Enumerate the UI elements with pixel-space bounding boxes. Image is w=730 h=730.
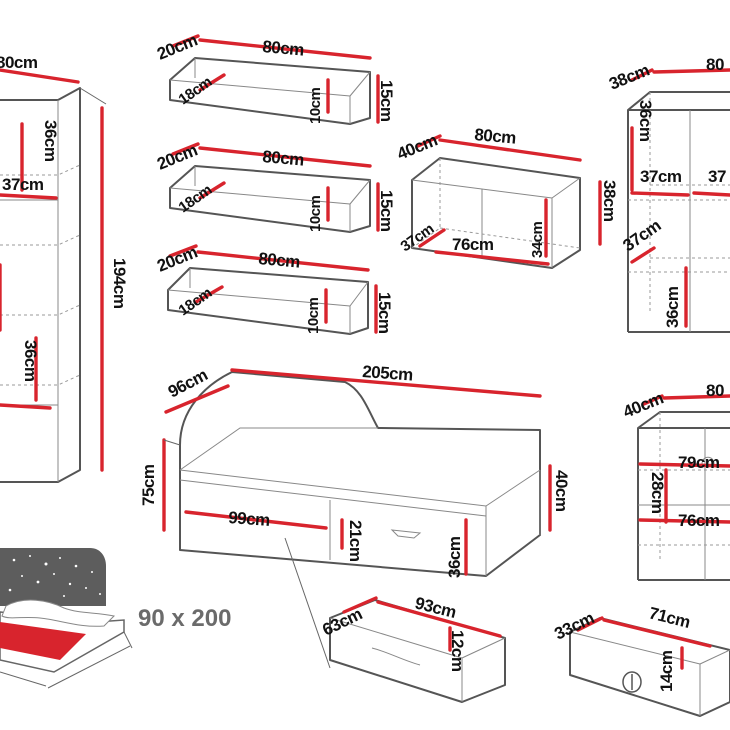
wardrobe-left: 80cm 194cm 36cm 37cm 36cm — [0, 53, 129, 483]
bed-drawer-depth-label: 63cm — [319, 604, 365, 639]
chest-width-label: 80 — [706, 381, 724, 400]
shelf-a-width-label: 80cm — [262, 37, 305, 60]
bed-base-height-label: 36cm — [445, 536, 464, 578]
bed-drawer-height-label-2: 12cm — [448, 630, 467, 672]
chest-right: 40cm 80 79cm 28cm 76cm — [620, 381, 730, 581]
bookcase-shelf-depth-right-label: 37 — [708, 167, 726, 186]
chest-drawer: 33cm 71cm 14cm — [551, 603, 730, 717]
shelf-c-inner-height-label: 10cm — [305, 297, 322, 334]
chest-inner-width-2-label: 76cm — [678, 511, 720, 530]
wall-shelf-c: 20cm 80cm 15cm 18cm 10cm — [154, 242, 394, 335]
cabinet-height-label: 38cm — [600, 180, 619, 222]
shelf-b-width-label: 80cm — [262, 147, 305, 170]
bookcase-shelf-low-label: 36cm — [663, 286, 682, 328]
bed-height-label: 75cm — [139, 464, 158, 506]
wardrobe-shelf-top-label: 36cm — [41, 120, 60, 162]
bookcase-shelf-depth-mid-label: 37cm — [619, 216, 664, 256]
bed-drawer-width-label: 99cm — [228, 508, 271, 530]
bed-drawer: 63cm 93cm 12cm — [319, 593, 506, 703]
chest-drawer-depth-label: 33cm — [551, 608, 597, 643]
cabinet-width-label: 80cm — [474, 125, 517, 148]
bookcase-shelf-depth-left-label: 37cm — [640, 167, 682, 186]
wardrobe-shelf-depth-label: 37cm — [2, 175, 44, 194]
bookcase-width-label: 80 — [706, 55, 724, 74]
shelf-a-height-label: 15cm — [377, 80, 396, 122]
wardrobe-shelf-lower-label: 36cm — [21, 340, 40, 382]
mattress-illustration: 90 x 200 — [0, 548, 231, 689]
shelf-c-depth-label: 20cm — [154, 242, 200, 275]
wall-cabinet: 40cm 80cm 38cm 37cm 76cm 34cm — [394, 125, 619, 269]
wall-shelf-b: 20cm 80cm 15cm 18cm 10cm — [154, 140, 396, 233]
shelf-b-inner-height-label: 10cm — [307, 195, 324, 232]
shelf-c-width-label: 80cm — [258, 249, 301, 272]
wall-shelf-a: 20cm 80cm 15cm 18cm 10cm — [154, 30, 396, 125]
chest-inner-height-label: 28cm — [648, 472, 667, 514]
bed-side-height-label: 40cm — [552, 470, 571, 512]
chest-drawer-height-label: 14cm — [657, 650, 676, 692]
mattress-size-label: 90 x 200 — [138, 605, 231, 632]
cabinet-inner-height-label: 34cm — [529, 221, 546, 258]
cabinet-depth-label: 40cm — [394, 130, 440, 163]
wardrobe-height-label: 194cm — [110, 258, 129, 309]
chest-drawer-width-label: 71cm — [647, 603, 692, 632]
shelf-a-inner-height-label: 10cm — [307, 87, 324, 124]
chest-depth-label: 40cm — [620, 388, 666, 421]
bookcase-right: 38cm 80 36cm 37cm 37 37cm 36cm — [606, 55, 730, 333]
shelf-c-height-label: 15cm — [375, 292, 394, 334]
wardrobe-width-label: 80cm — [0, 53, 38, 72]
shelf-b-height-label: 15cm — [377, 190, 396, 232]
bed-length-label: 205cm — [362, 362, 414, 384]
bookcase-depth-label: 38cm — [606, 60, 652, 93]
bookcase-shelf-top-label: 36cm — [636, 100, 655, 142]
bed-drawer-height-label: 21cm — [346, 520, 365, 562]
cabinet-inner-width-label: 76cm — [452, 235, 494, 254]
chest-inner-width-label: 79cm — [678, 453, 720, 472]
